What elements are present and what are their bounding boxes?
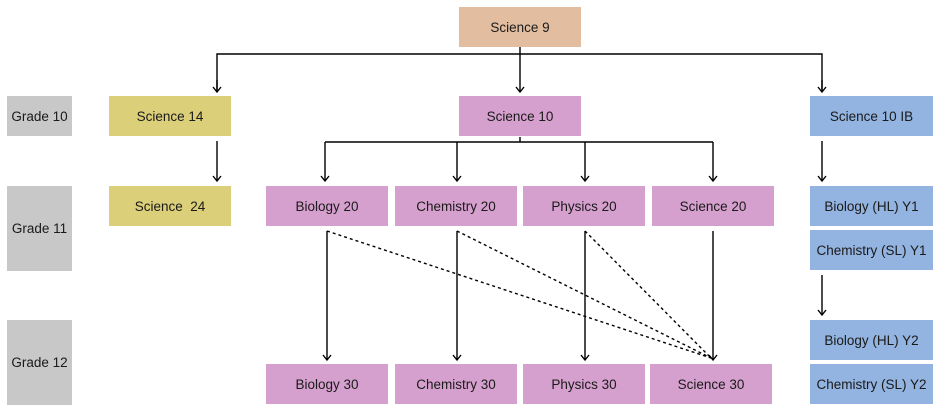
course-chemistry-sl-y1: Chemistry (SL) Y1 — [810, 230, 933, 270]
dotted-biology20-to-science30 — [326, 230, 712, 359]
course-science-30: Science 30 — [650, 364, 772, 404]
science-9-branches — [212, 47, 827, 94]
course-chemistry-sl-y2: Chemistry (SL) Y2 — [810, 364, 933, 404]
course-biology-hl-y2: Biology (HL) Y2 — [810, 320, 933, 360]
grade-11-to-12-arrows — [322, 231, 718, 362]
course-science-10-ib: Science 10 IB — [810, 96, 933, 136]
grade-10-label: Grade 10 — [7, 96, 72, 136]
course-science-24: Science 24 — [109, 186, 231, 226]
course-physics-20: Physics 20 — [523, 186, 645, 226]
course-physics-30: Physics 30 — [523, 364, 645, 404]
course-science-9: Science 9 — [459, 7, 581, 47]
dotted-alternative-paths — [326, 230, 712, 359]
course-biology-hl-y1: Biology (HL) Y1 — [810, 186, 933, 226]
grade-11-label: Grade 11 — [7, 186, 72, 271]
course-science-20: Science 20 — [652, 186, 774, 226]
course-biology-20: Biology 20 — [266, 186, 388, 226]
course-chemistry-20: Chemistry 20 — [395, 186, 517, 226]
dotted-physics20-to-science30 — [584, 230, 712, 359]
science-10-branches — [320, 137, 718, 183]
course-science-10: Science 10 — [459, 96, 581, 136]
grade-12-label: Grade 12 — [7, 320, 72, 405]
dotted-chemistry20-to-science30 — [456, 230, 712, 359]
course-chemistry-30: Chemistry 30 — [395, 364, 517, 404]
course-biology-30: Biology 30 — [266, 364, 388, 404]
bar-science9-branch — [216, 53, 823, 92]
course-science-14: Science 14 — [109, 96, 231, 136]
